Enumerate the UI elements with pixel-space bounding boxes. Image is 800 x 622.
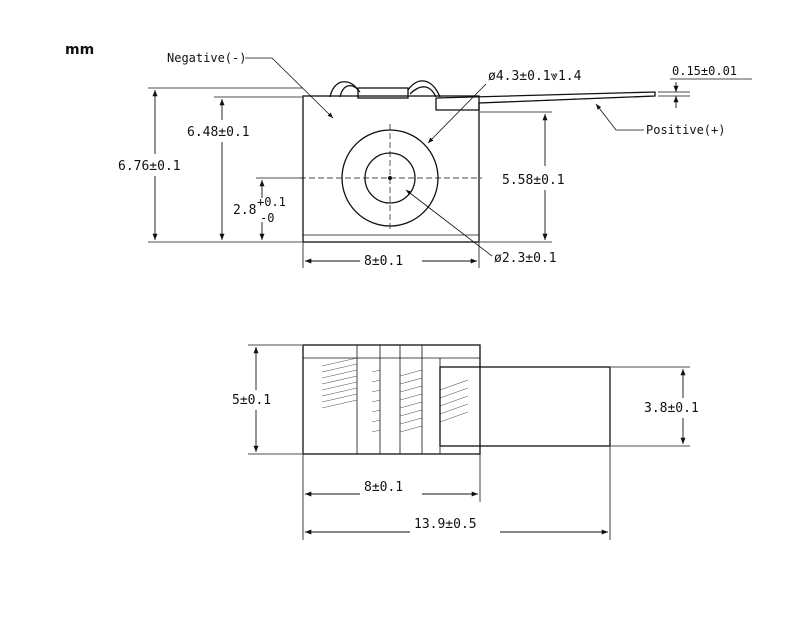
overall-height-label: 6.76±0.1 <box>118 159 181 174</box>
positive-label: Positive(+) <box>646 123 725 137</box>
top-contact-pad <box>357 87 409 99</box>
side-view: 5±0.1 3.8±0.1 8±0.1 13.9±0.5 <box>232 344 699 540</box>
overall-length-label: 13.9±0.5 <box>414 517 477 532</box>
positive-leader <box>595 103 644 131</box>
right-height-label: 5.58±0.1 <box>502 173 565 188</box>
positive-wire <box>407 80 441 98</box>
inner-hole-label: ø2.3±0.1 <box>494 251 557 266</box>
side-height-label: 5±0.1 <box>232 393 271 408</box>
center-height-tol-minus: -0 <box>260 211 274 225</box>
side-width-label: 8±0.1 <box>364 480 403 495</box>
coil-hatching <box>321 357 469 433</box>
positive-wire-inner <box>409 86 437 98</box>
top-body-outline <box>302 95 480 243</box>
outer-hole-leader <box>427 83 487 144</box>
side-body-outline <box>302 344 481 455</box>
units-label: mm <box>65 42 94 58</box>
center-height-label: 2.8 <box>233 203 256 218</box>
side-tab-outline <box>439 366 611 447</box>
body-height-label: 6.48±0.1 <box>187 125 250 140</box>
negative-wire <box>329 81 359 98</box>
outer-hole-label: ø4.3±0.1⩔1.4 <box>488 69 582 84</box>
tab-height-label: 3.8±0.1 <box>644 401 699 416</box>
negative-wire-inner <box>339 85 361 98</box>
inner-hole-leader <box>405 189 493 257</box>
negative-label: Negative(-) <box>167 51 246 65</box>
center-height-tol-plus: +0.1 <box>257 195 286 209</box>
top-view: Negative(-) ø4.3±0.1⩔1.4 ø2.3±0.1 Positi… <box>118 51 752 269</box>
positive-lead-edge <box>478 95 656 104</box>
width-label: 8±0.1 <box>364 254 403 269</box>
lead-thickness-label: 0.15±0.01 <box>672 64 737 78</box>
negative-leader <box>245 57 334 119</box>
